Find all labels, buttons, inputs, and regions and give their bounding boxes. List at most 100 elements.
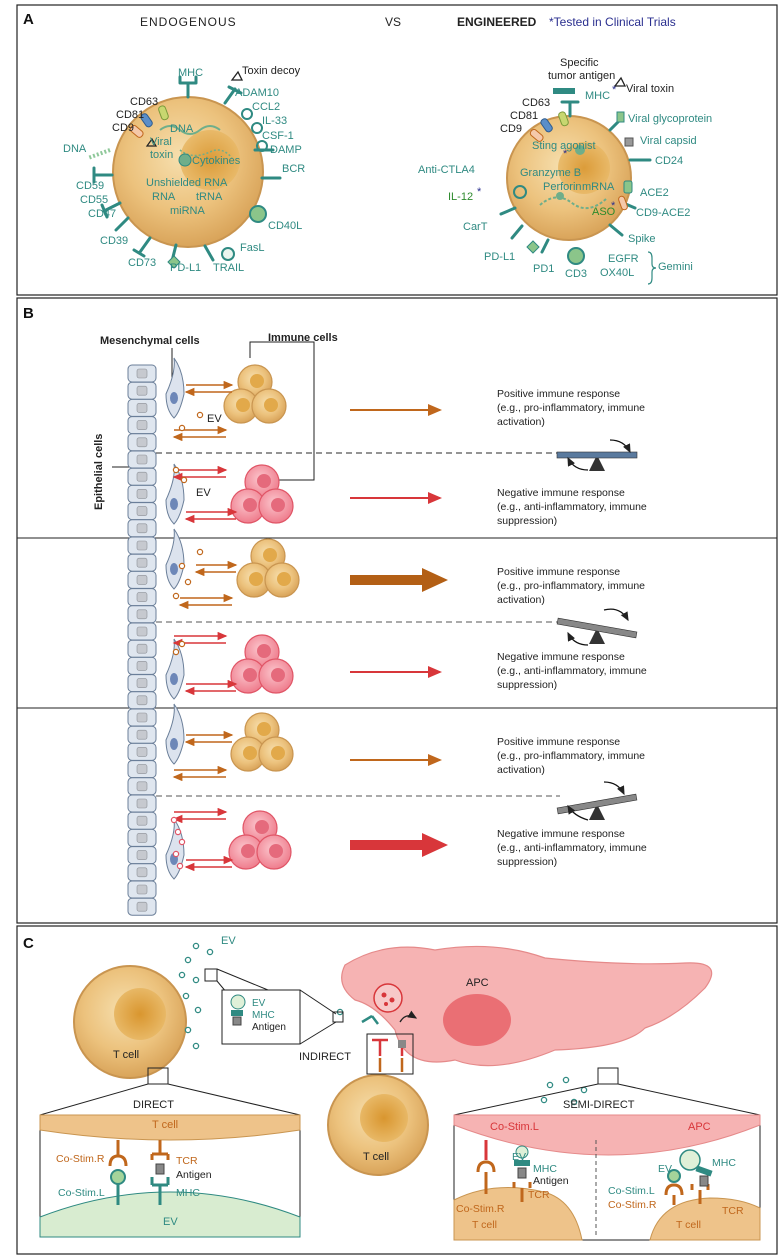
semi-tcell1-label: T cell [472, 1219, 497, 1231]
semidirect-label: SEMI-DIRECT [563, 1099, 635, 1111]
row3-pos-line1: (e.g., pro-inflammatory, immune [497, 750, 645, 762]
ev-particle [192, 942, 200, 950]
endo-cd39-label: CD39 [100, 235, 128, 247]
panel-c-letter: C [23, 935, 34, 952]
epithelial-nucleus [136, 471, 148, 482]
direct-ev-membrane [39, 1191, 301, 1238]
eng-cd81-label: CD81 [510, 110, 538, 122]
indirect-zoom-box [366, 1033, 414, 1075]
eng-star-aso: * [611, 200, 616, 212]
endo-toxin-label: toxin [150, 149, 173, 161]
row2-pos-line1: (e.g., pro-inflammatory, immune [497, 580, 645, 592]
epithelial-nucleus [136, 678, 148, 688]
eng-spike-label: Spike [628, 233, 656, 245]
header-engineered: ENGINEERED [457, 15, 537, 29]
balance-fulcrum [589, 804, 605, 820]
endo-cd55-label: CD55 [80, 194, 108, 206]
eng-viral-glyco-label: Viral glycoprotein [628, 113, 712, 125]
eng-mhc-label: MHC [585, 90, 610, 102]
eng-pd1-label: PD1 [533, 263, 554, 275]
endo-toxin-decoy-label: Toxin decoy [242, 65, 301, 77]
eng-ox40l-label: OX40L [600, 267, 634, 279]
endo-cytokines-label: Cytokines [192, 155, 241, 167]
immune-cell-nucleus [236, 398, 250, 412]
epithelial-nucleus [136, 798, 148, 809]
endo-pdl1-label: PD-L1 [170, 262, 201, 274]
ev-dots [178, 942, 588, 1106]
ev-particle [182, 992, 190, 1000]
row1-pos-line1: (e.g., pro-inflammatory, immune [497, 402, 645, 414]
ev-particle [180, 476, 188, 484]
endo-cd63-label: CD63 [130, 96, 158, 108]
endo-il33-label: IL-33 [262, 115, 287, 127]
eng-il12-label: IL-12 [448, 191, 473, 203]
epithelial-nucleus [136, 884, 148, 895]
endogenous-ev [87, 70, 282, 269]
immune-cell-nucleus [271, 498, 285, 512]
semi-mhc1-label: MHC [533, 1163, 557, 1175]
engineered-ev [499, 76, 652, 265]
eng-granzyme-label: Granzyme B [520, 167, 581, 179]
ev-particle [172, 850, 180, 858]
ev-particle [178, 971, 186, 979]
direct-mhc-label: MHC [176, 1187, 200, 1199]
eng-cd9-label: CD9 [500, 123, 522, 135]
balance-tilt-arrow [567, 804, 589, 821]
immune-bracket [249, 341, 315, 481]
direct-tcr-label: TCR [176, 1155, 198, 1167]
ev-particle [184, 578, 192, 586]
ev-particle [172, 592, 180, 600]
semi-ev2-label: EV [658, 1163, 672, 1175]
ev-particle [172, 466, 180, 474]
ev-particle [194, 1006, 202, 1014]
eng-anti-ctla4-label: Anti-CTLA4 [418, 164, 475, 176]
semi-ev1-label: EV [512, 1151, 526, 1163]
semi-tcr1-label: TCR [528, 1189, 550, 1201]
epithelial-nucleus [136, 540, 148, 551]
immune-cell-nucleus [263, 548, 277, 562]
tcell-middle-label: T cell [363, 1151, 389, 1163]
immune-cell-nucleus [257, 722, 271, 736]
ev-zoom-source-2 [332, 1011, 344, 1023]
epithelial-nucleus [136, 454, 148, 465]
gemini-brace [647, 251, 657, 285]
immune-cell-nucleus [257, 474, 271, 488]
apc-cell [341, 945, 713, 1067]
mesenchymal-nucleus [170, 673, 178, 685]
mesenchymal-nucleus [170, 738, 178, 750]
balance-fulcrum [589, 455, 605, 471]
epithelial-nucleus [136, 729, 148, 740]
epithelial-nucleus [136, 747, 148, 757]
direct-costiml-label: Co-Stim.L [58, 1187, 105, 1199]
eng-cd63-label: CD63 [522, 97, 550, 109]
row1-ev-label-top: EV [207, 413, 222, 425]
endo-cd47-label: CD47 [88, 208, 116, 220]
ev-particle [184, 1026, 192, 1034]
inset-antigen-label: Antigen [252, 1022, 286, 1033]
immune-cell-nucleus [271, 746, 285, 760]
ev-particle [170, 816, 178, 824]
immune-cell-nucleus [277, 572, 291, 586]
eng-viral-capsid-label: Viral capsid [640, 135, 697, 147]
epithelial-nucleus [136, 506, 148, 516]
tcell-middle [327, 1074, 429, 1176]
panel-b-letter: B [23, 305, 34, 322]
epithelial-nucleus [136, 712, 148, 723]
tcell-left [73, 965, 187, 1079]
semidirect-apc-membrane [453, 1114, 761, 1156]
eng-cart-label: CarT [463, 221, 488, 233]
header-endogenous: ENDOGENOUS [140, 15, 237, 29]
epithelial-nucleus [136, 901, 148, 912]
endo-mhc-label: MHC [178, 67, 203, 79]
indirect-label: INDIRECT [299, 1051, 351, 1063]
ev-particle [174, 828, 182, 836]
eng-cd3-label: CD3 [565, 268, 587, 280]
ev-particle [192, 976, 200, 984]
eng-perforin-label: Perforin [543, 181, 582, 193]
epithelial-nucleus [136, 833, 148, 843]
eng-tumor-antigen-label: tumor antigen [548, 70, 615, 82]
balance-tilt-arrow [609, 439, 631, 454]
row3-neg-title: Negative immune response [497, 828, 625, 840]
direct-zoom-source [147, 1067, 169, 1085]
